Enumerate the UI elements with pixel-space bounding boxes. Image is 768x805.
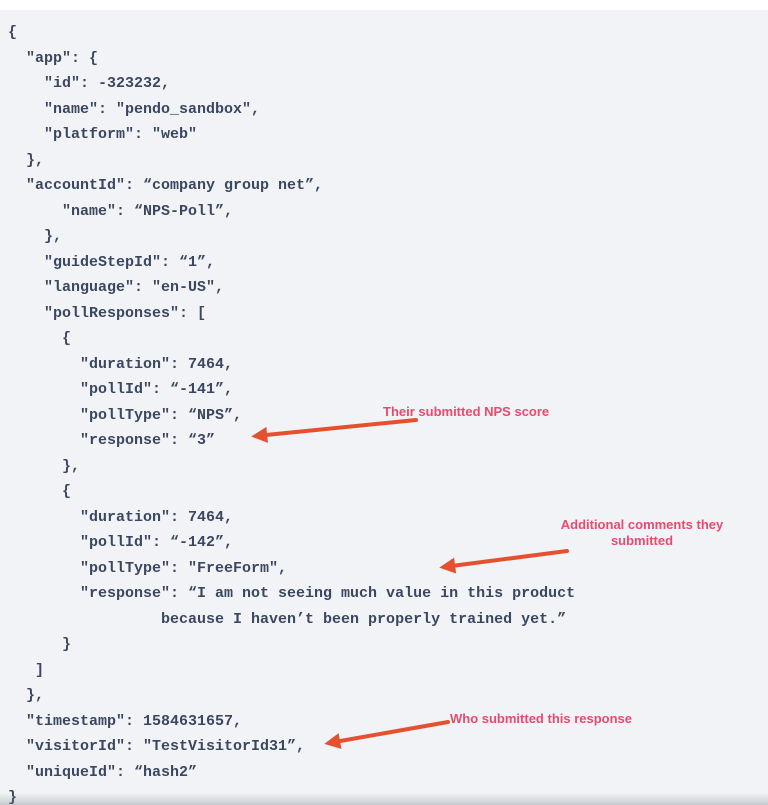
annotation-comments: Additional comments they submitted — [560, 517, 724, 548]
top-white-strip — [0, 0, 768, 10]
annotation-visitor: Who submitted this response — [450, 711, 633, 726]
annotation-nps-score: Their submitted NPS score — [383, 404, 550, 419]
json-code: { "app": { "id": -323232, "name": "pendo… — [8, 24, 576, 805]
